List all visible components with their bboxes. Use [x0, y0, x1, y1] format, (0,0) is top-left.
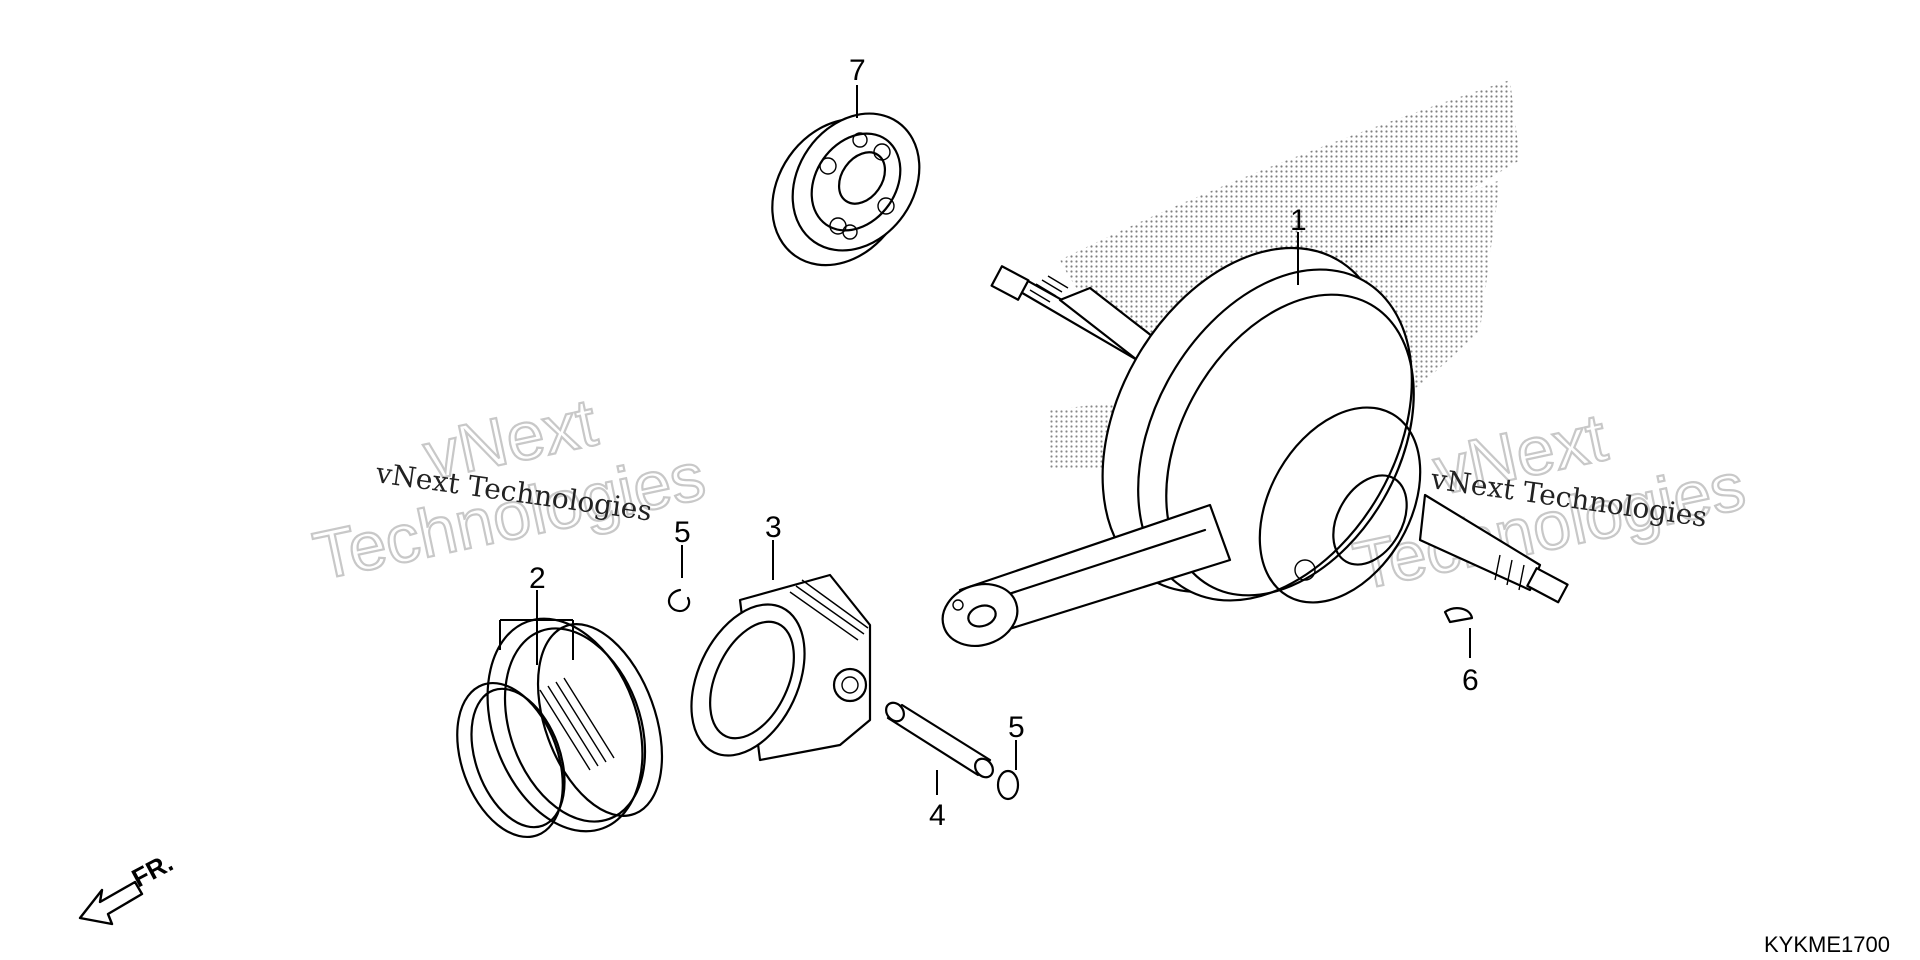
callout-6: 6	[1462, 664, 1479, 697]
pin-clip-upper	[667, 588, 691, 613]
figure-code: KYKME1700	[1764, 932, 1890, 957]
leader-lines	[499, 85, 1471, 795]
callout-7: 7	[849, 54, 866, 87]
pin-clip-lower	[996, 769, 1020, 801]
front-direction-indicator: FR.	[78, 847, 178, 926]
piston	[690, 573, 872, 762]
callout-2: 2	[529, 562, 546, 595]
bearing	[771, 112, 921, 267]
callout-4: 4	[929, 799, 946, 832]
callout-labels: 7 1 2 3 5 4 5 6	[529, 54, 1479, 832]
piston-pin	[885, 701, 994, 779]
watermark-left: vNext Technologies vNext Technologies	[306, 383, 712, 596]
piston-ring-set	[456, 617, 664, 839]
callout-1: 1	[1290, 204, 1307, 237]
callout-5-lower: 5	[1008, 711, 1025, 744]
callout-5-upper: 5	[674, 516, 691, 549]
arrow-left-icon	[78, 880, 144, 926]
callout-3: 3	[765, 511, 782, 544]
crankshaft	[941, 246, 1569, 647]
woodruff-key	[1443, 607, 1474, 624]
